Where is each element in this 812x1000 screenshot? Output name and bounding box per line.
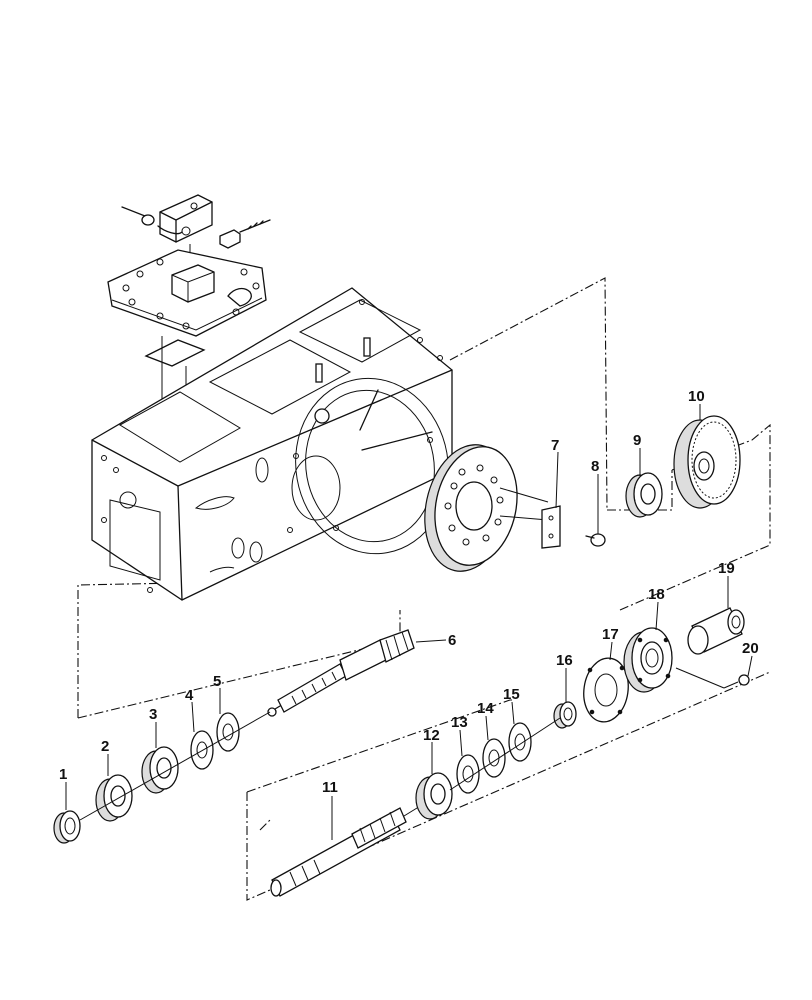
callout-10: 10 (688, 388, 705, 405)
lock-plate (541, 505, 561, 549)
callout-6: 6 (448, 632, 456, 649)
callout-18: 18 (648, 586, 665, 603)
callout-7: 7 (551, 437, 559, 454)
callout-5: 5 (213, 673, 221, 690)
callout-15: 15 (503, 686, 520, 703)
bearing-12 (415, 772, 453, 820)
ring-gear (424, 444, 549, 572)
callout-9: 9 (633, 432, 641, 449)
transmission-housing (91, 287, 453, 601)
bearing-3 (141, 746, 179, 794)
washer-15 (508, 722, 532, 762)
callout-1: 1 (59, 766, 67, 783)
callout-3: 3 (149, 706, 157, 723)
washer-13 (456, 754, 480, 794)
washer-14 (482, 738, 506, 778)
sleeve-19 (687, 607, 745, 655)
bolt-20 (675, 667, 750, 689)
callout-leaders (65, 404, 753, 840)
bearing-9 (625, 472, 663, 518)
valve-body (121, 194, 271, 265)
callout-16: 16 (556, 652, 573, 669)
pinion-shaft (267, 629, 447, 717)
callout-2: 2 (101, 738, 109, 755)
callout-8: 8 (591, 458, 599, 475)
callout-17: 17 (602, 626, 619, 643)
top-cover (107, 249, 267, 480)
callout-20: 20 (742, 640, 759, 657)
callout-4: 4 (185, 687, 194, 704)
washer-4 (190, 730, 214, 770)
callout-12: 12 (423, 727, 440, 744)
callout-labels: 1 2 3 4 5 6 7 8 9 10 11 12 13 14 15 16 1… (59, 388, 759, 796)
callout-11: 11 (322, 779, 338, 796)
seal-16 (553, 701, 577, 729)
callout-19: 19 (718, 560, 735, 577)
bearing-2 (95, 774, 133, 822)
callout-13: 13 (451, 714, 468, 731)
gear-10 (673, 415, 741, 509)
output-shaft (270, 799, 431, 897)
housing-18 (623, 627, 673, 693)
bolt (585, 533, 606, 547)
callout-14: 14 (477, 700, 494, 717)
washer-5 (216, 712, 240, 752)
seal-1 (53, 810, 81, 844)
